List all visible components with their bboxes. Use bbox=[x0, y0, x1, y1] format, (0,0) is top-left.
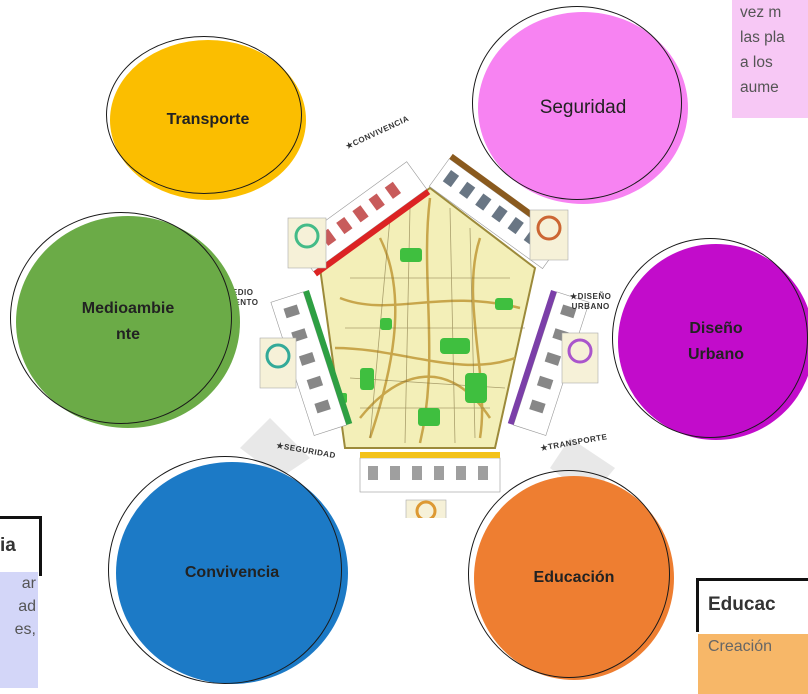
circle-seguridad: Seguridad bbox=[472, 6, 688, 204]
note-line: a los bbox=[740, 54, 773, 71]
label-convivencia: Convivencia bbox=[184, 564, 280, 581]
circle-diseno-urbano: Diseño Urbano bbox=[612, 238, 808, 440]
circle-outline bbox=[106, 36, 302, 194]
note-line: las pla bbox=[740, 29, 785, 46]
note-line: ar bbox=[21, 575, 36, 592]
label-diseno-urbano: Diseño Urbano bbox=[688, 316, 744, 368]
circle-convivencia: Convivencia bbox=[108, 456, 348, 684]
label-medioambiente-line: Medioambie bbox=[81, 300, 175, 317]
note-bottom-left: ar ad es, bbox=[0, 572, 38, 688]
game-board-map bbox=[240, 153, 615, 518]
circle-outline bbox=[472, 6, 682, 200]
label-transporte: Transporte bbox=[166, 111, 250, 128]
note-line: aume bbox=[740, 79, 779, 96]
note-top-right: vez m las pla a los aume bbox=[732, 0, 808, 118]
board-label-diseno: ★DISEÑO URBANO bbox=[570, 292, 611, 312]
note-line: es, bbox=[14, 621, 36, 638]
circle-outline bbox=[468, 470, 670, 678]
note-bottom-right-head: Educac bbox=[708, 594, 776, 615]
board-label-diseno-line: ★DISEÑO bbox=[570, 292, 612, 301]
label-diseno-urbano-line: Diseño bbox=[689, 320, 743, 337]
note-bottom-left-frame: ia bbox=[0, 516, 42, 576]
label-educacion: Educación bbox=[533, 569, 615, 586]
label-medioambiente-line: nte bbox=[116, 326, 140, 343]
wheel-cards bbox=[259, 209, 599, 518]
note-bottom-right: Creación bbox=[698, 634, 808, 694]
circle-transporte: Transporte bbox=[106, 36, 306, 200]
note-line: Creación bbox=[708, 638, 773, 655]
circle-medioambiente: Medioambie nte bbox=[10, 212, 240, 428]
note-line: vez m bbox=[740, 4, 782, 21]
board-label-diseno-line: URBANO bbox=[571, 302, 610, 311]
circle-outline bbox=[10, 212, 232, 424]
label-seguridad: Seguridad bbox=[539, 97, 627, 118]
circle-outline bbox=[108, 456, 342, 684]
label-diseno-urbano-line: Urbano bbox=[688, 346, 744, 363]
note-bottom-left-head: ia bbox=[0, 535, 16, 556]
note-line: ad bbox=[18, 598, 36, 615]
label-medioambiente: Medioambie nte bbox=[82, 296, 174, 348]
note-bottom-right-frame bbox=[696, 578, 808, 632]
circle-educacion: Educación bbox=[468, 470, 674, 680]
